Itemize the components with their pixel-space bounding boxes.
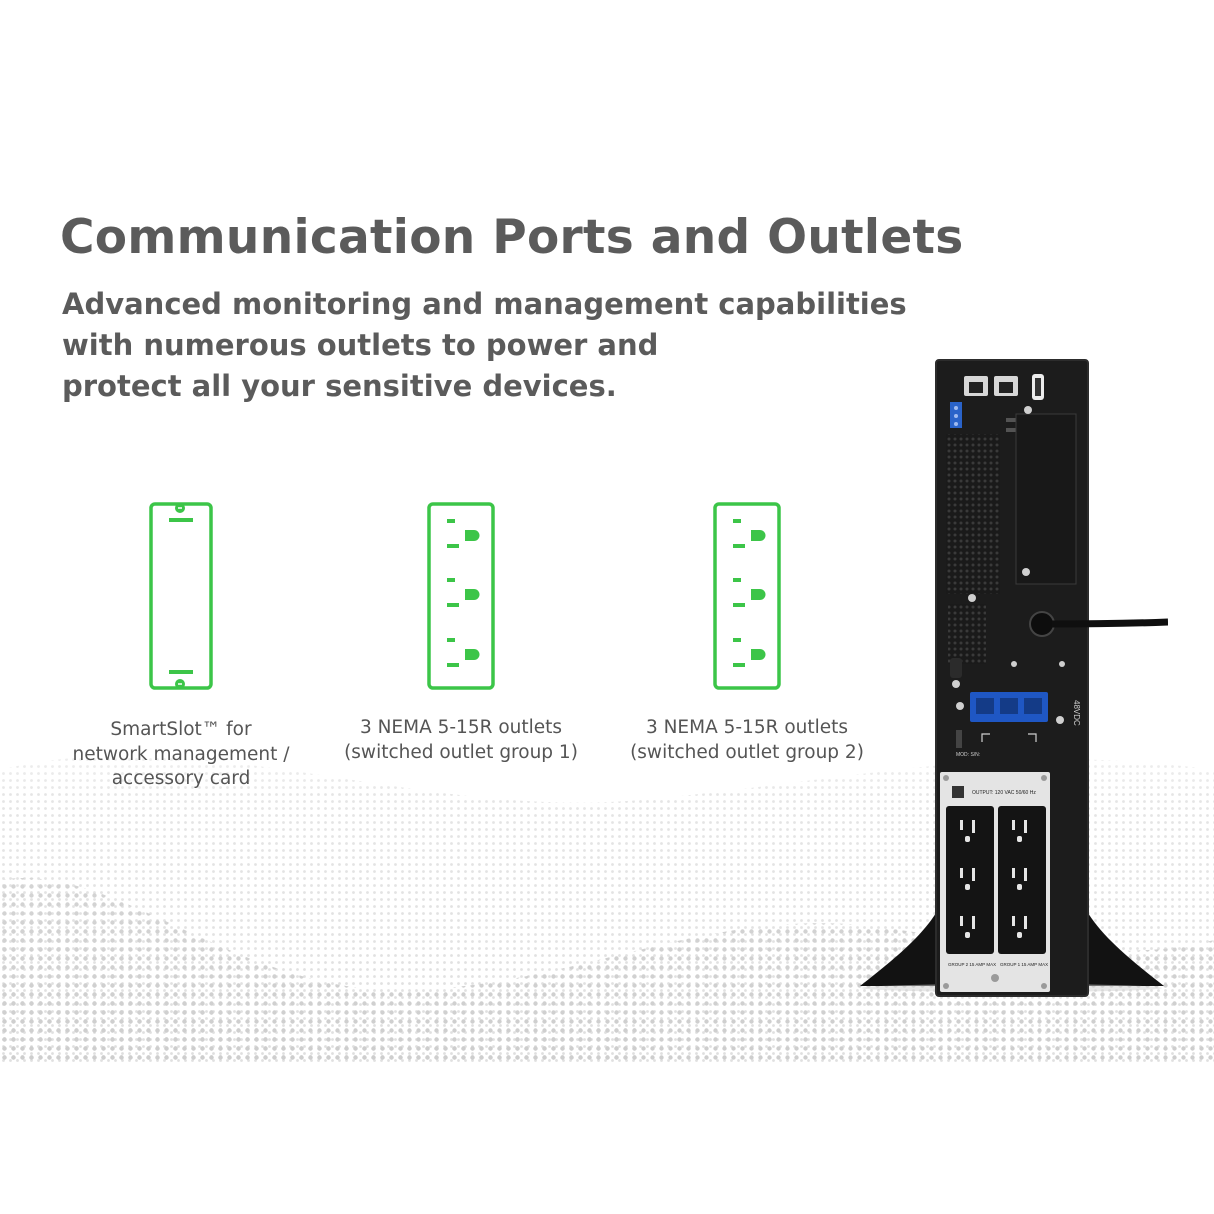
feature-caption: SmartSlot™ for network management / acce… xyxy=(41,718,321,792)
ventilation-grille xyxy=(948,604,986,664)
outlet-bank-group-1 xyxy=(998,806,1046,954)
group-1-label: GROUP 1 15 AMP MAX xyxy=(1000,962,1048,967)
smartslot-card-icon xyxy=(149,502,213,690)
feature-outlets-group-2: 3 NEMA 5-15R outlets (switched outlet gr… xyxy=(607,502,887,765)
subtitle-line: protect all your sensitive devices. xyxy=(62,369,617,403)
subtitle-line: Advanced monitoring and management capab… xyxy=(62,287,907,321)
ups-stand xyxy=(1068,898,1164,986)
group-2-label: GROUP 2 15 AMP MAX xyxy=(948,962,996,967)
caption-line: (switched outlet group 1) xyxy=(344,741,578,763)
feature-caption: 3 NEMA 5-15R outlets (switched outlet gr… xyxy=(321,716,601,765)
feature-outlets-group-1: 3 NEMA 5-15R outlets (switched outlet gr… xyxy=(321,502,601,765)
power-inlet xyxy=(1029,611,1055,637)
feature-caption: 3 NEMA 5-15R outlets (switched outlet gr… xyxy=(607,716,887,765)
caption-line: 3 NEMA 5-15R outlets xyxy=(645,717,849,738)
feature-smartslot: SmartSlot™ for network management / acce… xyxy=(41,502,321,792)
outlet-bank-group-2 xyxy=(946,806,994,954)
caption-line: network management / xyxy=(72,743,290,765)
ups-stand xyxy=(860,898,956,986)
caption-line: (switched outlet group 2) xyxy=(630,741,864,763)
model-label: MOD: S/N: xyxy=(956,752,980,758)
caption-line: 3 NEMA 5-15R outlets xyxy=(359,717,563,738)
ventilation-grille xyxy=(946,434,1000,594)
output-rating-label: OUTPUT: 120 VAC 50/60 Hz xyxy=(972,790,1036,796)
dc-voltage-label: 48VDC xyxy=(1072,700,1081,726)
caption-line: accessory card xyxy=(111,768,251,789)
nema-outlet-strip-icon xyxy=(713,502,781,690)
subtitle-line: with numerous outlets to power and xyxy=(62,328,659,362)
ups-rear-panel-image: 48VDC MOD: S/N: OUTPUT: 120 VAC 50/60 Hz… xyxy=(860,359,1168,997)
page-subtitle: Advanced monitoring and management capab… xyxy=(62,284,907,407)
smartslot-bay xyxy=(1015,413,1077,585)
power-cord xyxy=(1051,618,1168,628)
nema-outlet-strip-icon xyxy=(427,502,495,690)
caption-line: SmartSlot™ for xyxy=(110,719,252,740)
page-title: Communication Ports and Outlets xyxy=(60,210,964,265)
